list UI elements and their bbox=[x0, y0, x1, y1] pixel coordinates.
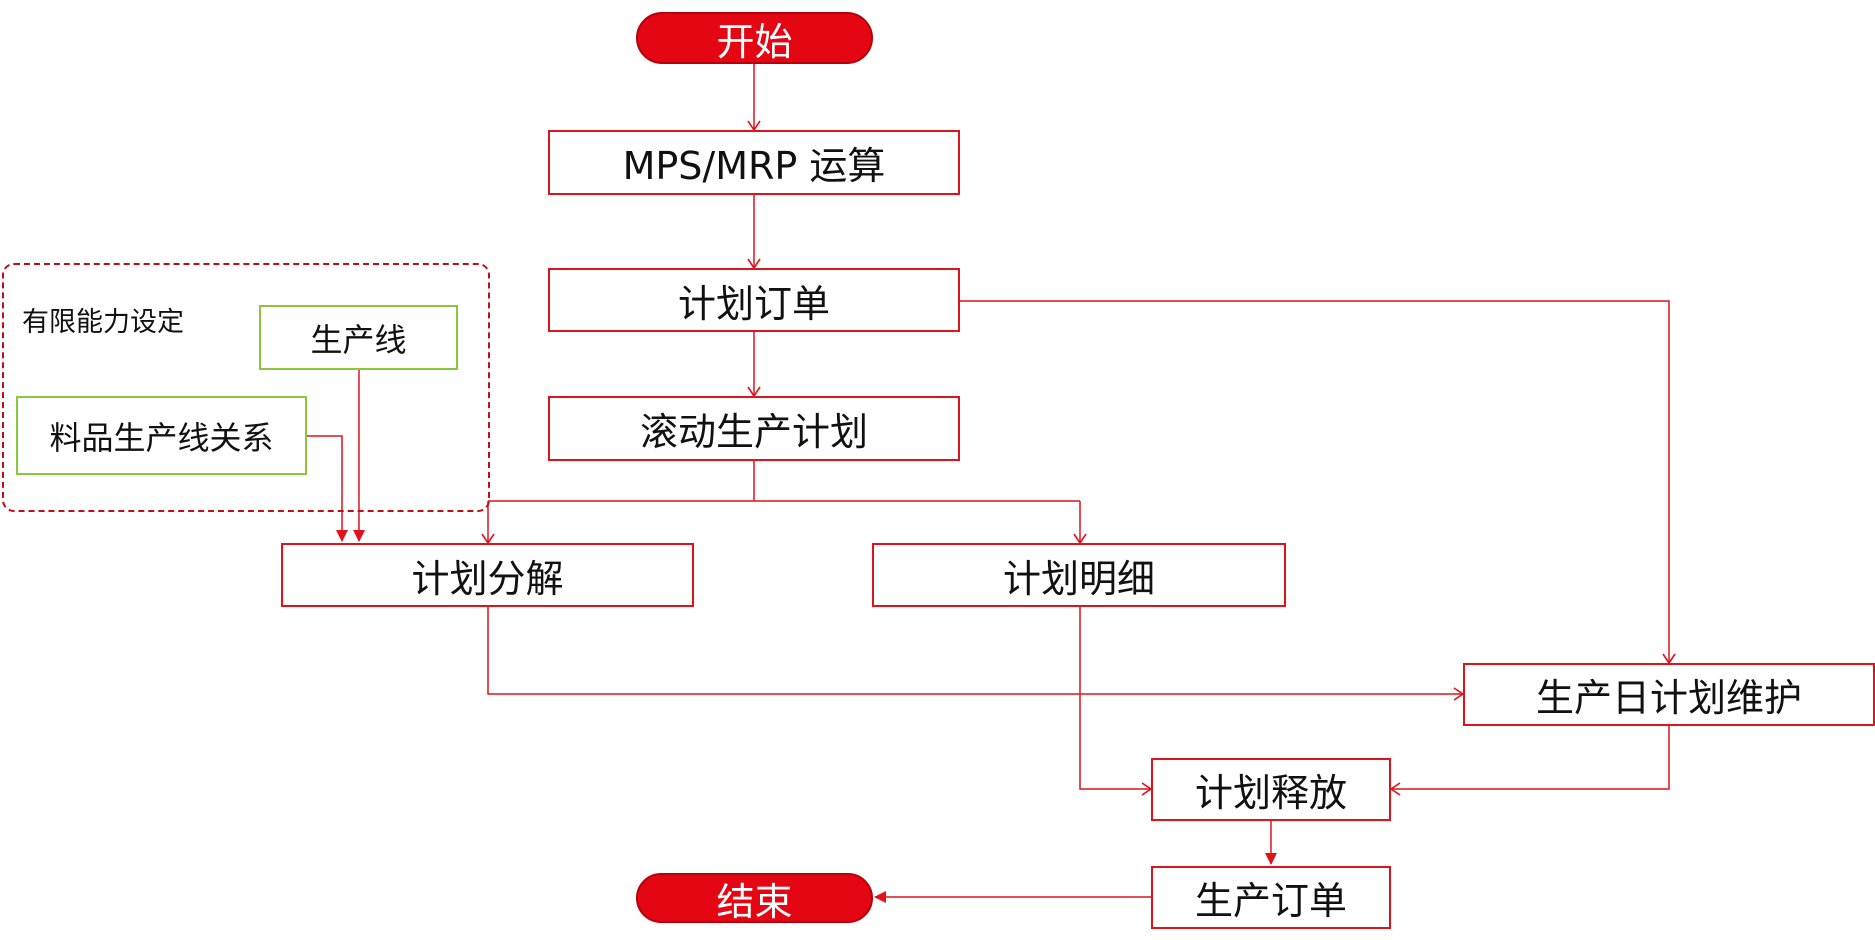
end-node: 结束 bbox=[636, 873, 873, 924]
mps-mrp-node: MPS/MRP 运算 bbox=[548, 130, 960, 195]
plan-decompose-node: 计划分解 bbox=[281, 543, 694, 607]
arrow-decompose-to-daily bbox=[487, 607, 1465, 701]
item-line-relation-node: 料品生产线关系 bbox=[16, 396, 307, 475]
arrow-relation-to-decompose bbox=[307, 435, 348, 542]
plan-order-node: 计划订单 bbox=[548, 268, 960, 332]
rolling-plan-node: 滚动生产计划 bbox=[548, 396, 960, 461]
capacity-setting-label: 有限能力设定 bbox=[22, 307, 184, 338]
capacity-setting-group bbox=[2, 263, 490, 512]
daily-plan-node: 生产日计划维护 bbox=[1463, 663, 1875, 726]
arrow-detail-to-release bbox=[1079, 607, 1153, 796]
start-node: 开始 bbox=[636, 12, 873, 64]
arrow-plan-order-to-daily bbox=[959, 300, 1676, 665]
arrow-daily-to-release bbox=[1389, 726, 1670, 796]
production-line-node: 生产线 bbox=[259, 305, 458, 370]
plan-detail-node: 计划明细 bbox=[872, 543, 1286, 607]
production-order-node: 生产订单 bbox=[1151, 866, 1391, 929]
plan-release-node: 计划释放 bbox=[1151, 758, 1391, 821]
